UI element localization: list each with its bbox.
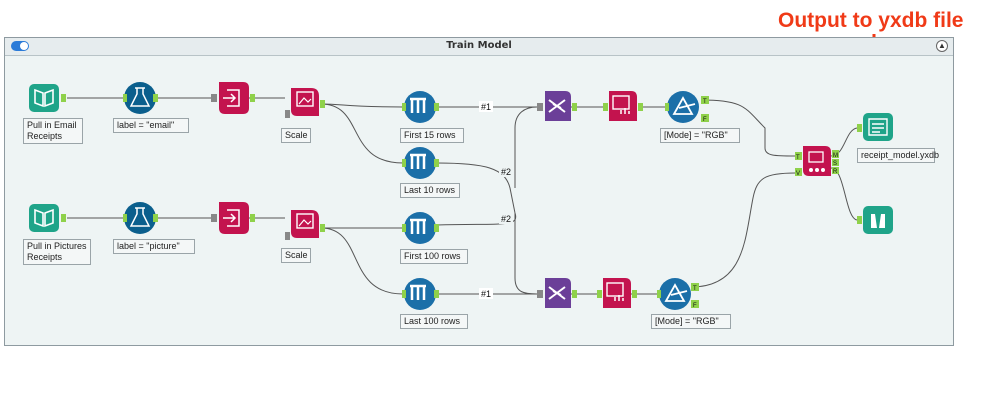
- workflow-canvas[interactable]: #1 #2 #2 #1: [5, 38, 953, 345]
- true-anchor-letter: T: [693, 286, 697, 292]
- first-100-label: First 100 rows: [400, 249, 468, 264]
- connection-tag: #2: [501, 167, 511, 177]
- last-10-sample-tool[interactable]: [402, 147, 439, 179]
- email-macro-input-tool[interactable]: [211, 82, 255, 114]
- pictures-formula-tool[interactable]: [123, 202, 158, 234]
- email-formula-tool[interactable]: [123, 82, 158, 114]
- m-anchor-letter: M: [833, 153, 838, 159]
- v-anchor-letter: V: [796, 171, 800, 177]
- output-yxdb-tool[interactable]: [857, 113, 893, 141]
- image-profile-tool-top[interactable]: [603, 91, 643, 121]
- pictures-input-label: Pull in Pictures Receipts: [23, 239, 91, 265]
- filter-top-label: [Mode] = "RGB": [660, 128, 740, 143]
- email-input-label: Pull in Email Receipts: [23, 118, 83, 144]
- false-anchor-letter: F: [703, 117, 707, 123]
- t-anchor-letter: T: [796, 155, 800, 161]
- container-header[interactable]: Train Model ▲: [5, 38, 953, 56]
- filter-tool-top[interactable]: T F: [665, 91, 709, 123]
- pictures-scale-tool[interactable]: [285, 210, 325, 240]
- connection-tag: #1: [481, 289, 491, 299]
- first-15-sample-tool[interactable]: [402, 91, 439, 123]
- browse-tool[interactable]: [857, 206, 893, 234]
- toggle-icon[interactable]: [11, 41, 29, 51]
- container-title: Train Model: [446, 40, 512, 51]
- connection-tag: #1: [481, 102, 491, 112]
- email-scale-label: Scale: [281, 128, 311, 143]
- cluster-tool-top[interactable]: [537, 91, 577, 121]
- filter-bottom-label: [Mode] = "RGB": [651, 314, 731, 329]
- false-anchor-letter: F: [693, 303, 697, 309]
- cluster-tool-bottom[interactable]: [537, 278, 577, 308]
- last-10-label: Last 10 rows: [400, 183, 460, 198]
- annotation-callout: Output to yxdb file: [778, 9, 964, 32]
- email-scale-tool[interactable]: [285, 88, 325, 118]
- s-anchor-letter: S: [833, 161, 837, 167]
- pictures-scale-label: Scale: [281, 248, 311, 263]
- tool-container[interactable]: Train Model ▲: [4, 37, 954, 346]
- pictures-input-tool[interactable]: [29, 204, 66, 232]
- filter-tool-bottom[interactable]: T F: [657, 278, 699, 310]
- output-file-label: receipt_model.yxdb: [857, 148, 939, 163]
- collapse-icon[interactable]: ▲: [936, 40, 948, 52]
- email-input-tool[interactable]: [29, 84, 66, 112]
- last-100-sample-tool[interactable]: [402, 278, 439, 310]
- train-model-macro-tool[interactable]: T V M S R: [795, 146, 839, 177]
- pictures-macro-input-tool[interactable]: [211, 202, 255, 234]
- last-100-label: Last 100 rows: [400, 314, 468, 329]
- email-formula-label: label = "email": [113, 118, 189, 133]
- image-profile-tool-bottom[interactable]: [597, 278, 637, 308]
- pictures-formula-label: label = "picture": [113, 239, 195, 254]
- first-15-label: First 15 rows: [400, 128, 464, 143]
- true-anchor-letter: T: [703, 99, 707, 105]
- r-anchor-letter: R: [833, 169, 838, 175]
- connection-tag: #2: [501, 214, 511, 224]
- first-100-sample-tool[interactable]: [402, 212, 439, 244]
